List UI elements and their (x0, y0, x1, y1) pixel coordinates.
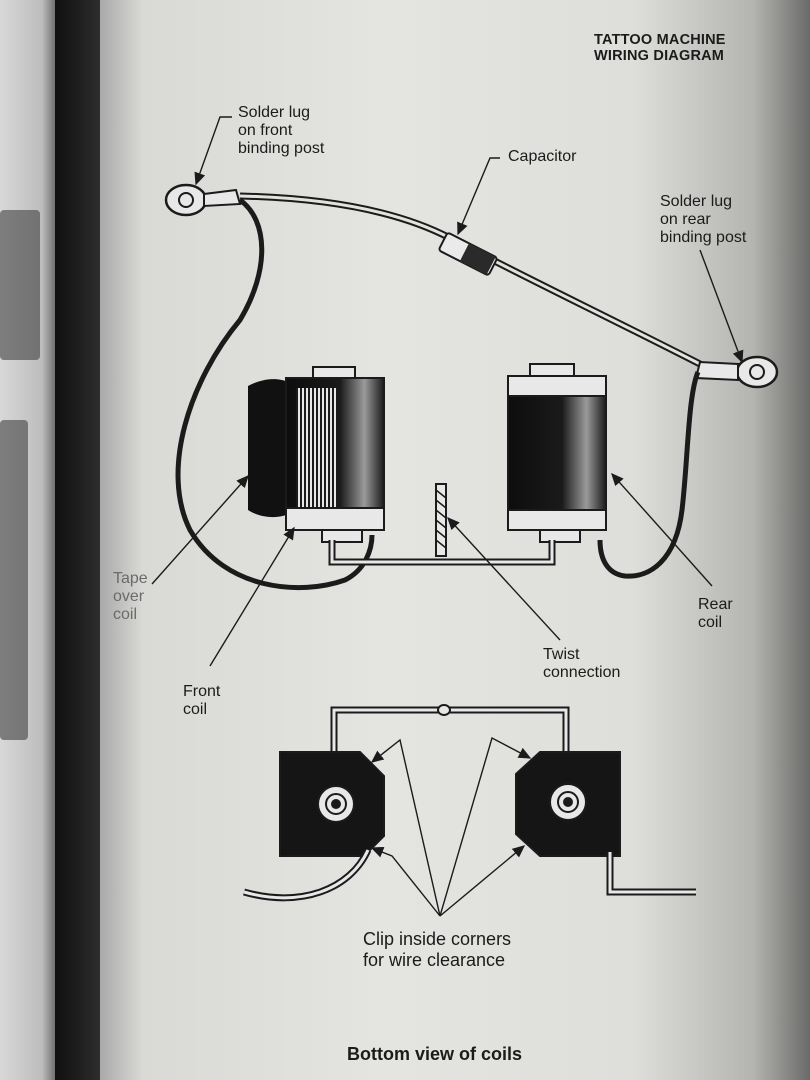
rear-solder-lug (694, 355, 779, 389)
label-solder-lug-rear: Solder lug on rear binding post (660, 193, 747, 246)
lead-wire (239, 192, 702, 368)
label-solder-lug-front: Solder lug on front binding post (238, 104, 325, 157)
diagram-page: TATTOO MACHINE WIRING DIAGRAM Solder lug… (100, 0, 810, 1080)
front-solder-lug (164, 183, 242, 217)
label-twist-connection: Twist connection (543, 646, 621, 681)
wiring-diagram (151, 116, 779, 917)
rear-coil-wire (597, 371, 701, 579)
label-tape-over-coil: Tape over coil (113, 570, 148, 623)
label-rear-coil: Rear coil (698, 596, 733, 631)
left-page-sketch (0, 420, 28, 740)
label-capacitor: Capacitor (508, 148, 577, 165)
front-coil-wire (175, 197, 375, 591)
capacitor (438, 232, 498, 276)
diagram-caption: Bottom view of coils (347, 1044, 523, 1064)
title-line-2: WIRING DIAGRAM (594, 48, 725, 64)
bottom-view-wire (330, 704, 570, 752)
label-clip-corners: Clip inside corners for wire clearance (363, 929, 512, 970)
left-page-sketch (0, 210, 40, 360)
diagram-title: TATTOO MACHINE WIRING DIAGRAM (594, 32, 726, 64)
front-coil (248, 366, 385, 543)
twist-connection-wire (328, 483, 556, 566)
bottom-rear-coil (515, 751, 696, 896)
label-front-coil: Front coil (183, 683, 221, 718)
clip-leader-lines (370, 736, 532, 917)
bottom-front-coil (243, 751, 385, 902)
rear-coil (507, 363, 607, 543)
title-line-1: TATTOO MACHINE (594, 32, 726, 48)
leader-lines (151, 116, 744, 667)
left-page-edge (0, 0, 60, 1080)
